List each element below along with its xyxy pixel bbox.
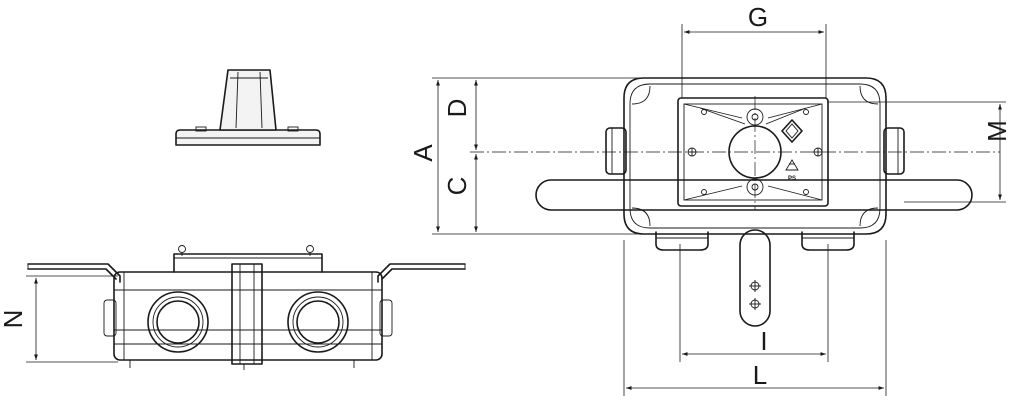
label-l: L: [753, 360, 767, 390]
dimension-a: A: [408, 77, 640, 235]
top-view: PS: [470, 77, 1000, 327]
label-a: A: [408, 144, 438, 162]
label-c: C: [442, 177, 472, 196]
dimension-m: M: [828, 101, 1012, 203]
recycle-code: PS: [788, 176, 796, 182]
label-d: D: [442, 99, 472, 118]
label-g: G: [748, 2, 768, 32]
gland-right: [287, 291, 349, 353]
diamond-logo: [781, 119, 803, 143]
dimension-d: D: [442, 80, 478, 150]
screw-head-left: [687, 147, 697, 157]
dimension-i: I: [679, 244, 829, 362]
label-n: N: [0, 310, 28, 329]
label-i: I: [760, 326, 767, 356]
recycle-symbol: PS: [785, 159, 799, 182]
dimension-l: L: [623, 240, 887, 396]
screw-head-right: [813, 147, 823, 157]
label-m: M: [982, 120, 1012, 142]
dimension-c: C: [442, 154, 478, 232]
dimension-g: G: [681, 2, 827, 98]
gland-left: [147, 291, 209, 353]
dimension-n: N: [0, 275, 118, 363]
front-view: [27, 245, 466, 370]
side-view-small: [175, 69, 321, 146]
